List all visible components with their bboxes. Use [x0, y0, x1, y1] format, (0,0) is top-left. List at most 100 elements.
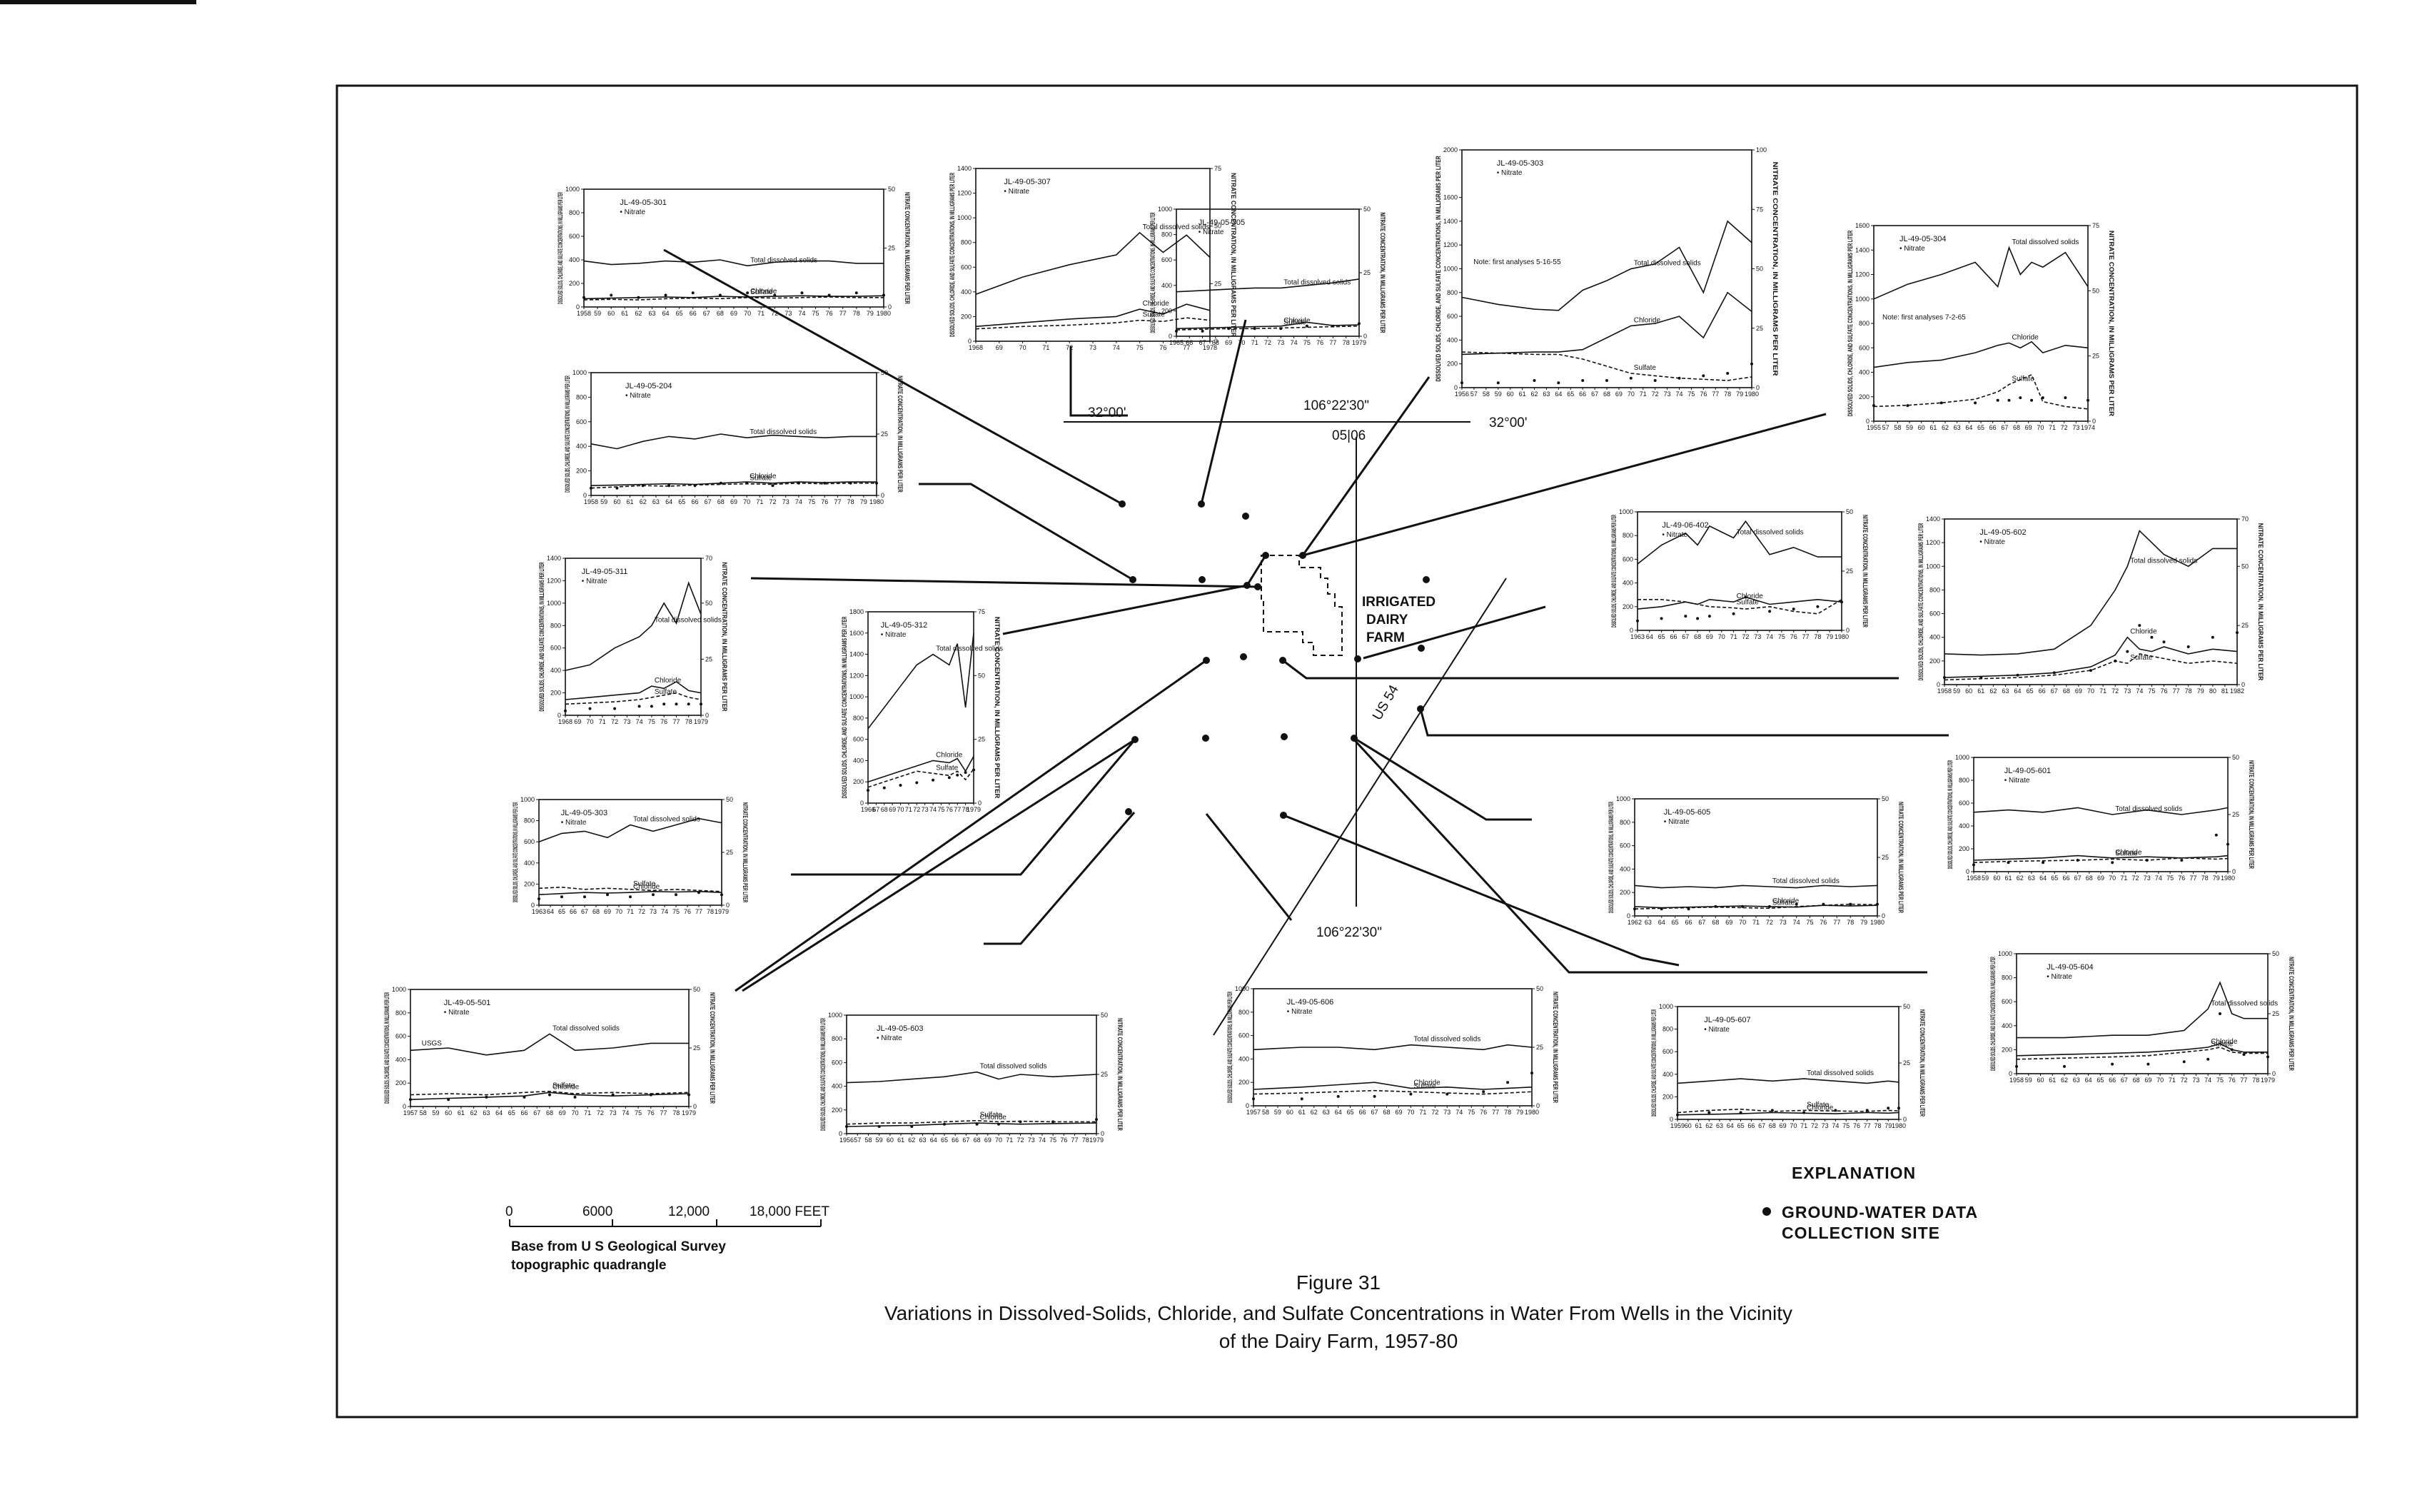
x-tick-label: 62	[470, 1109, 478, 1117]
right-axis-label: NITRATE CONCENTRATION, IN MILLIGRAMS PER…	[897, 376, 904, 493]
y-tick-label: 1200	[849, 672, 864, 679]
nitrate-point	[1897, 1107, 1900, 1110]
nitrate-point	[1872, 404, 1875, 408]
y2-tick-label: 50	[2241, 563, 2249, 570]
nitrate-point	[687, 1093, 690, 1097]
y-tick-label: 200	[550, 690, 561, 697]
x-tick-label: 69	[730, 498, 737, 505]
nitrate-legend: • Nitrate	[625, 392, 651, 400]
nitrate-point	[849, 481, 852, 485]
series-label-chloride: Chloride	[552, 1083, 580, 1091]
series-chloride	[1973, 855, 2229, 861]
well-id-label: JL-49-05-601	[2004, 767, 2051, 775]
x-tick-label: 81	[2221, 687, 2229, 695]
right-axis-label: NITRATE CONCENTRATION, IN MILLIGRAMS PER…	[1379, 212, 1386, 333]
x-tick-label: 1980	[1835, 633, 1849, 640]
x-tick-label: 70	[1238, 339, 1245, 346]
x-tick-label: 62	[1989, 687, 1997, 695]
nitrate-point	[2114, 659, 2117, 662]
series-label-chloride: Chloride	[936, 751, 963, 759]
y2-tick-label: 50	[1363, 206, 1371, 213]
x-tick-label: 62	[640, 498, 647, 505]
nitrate-point	[2111, 1062, 2114, 1066]
nitrate-point	[1252, 1097, 1255, 1101]
nitrate-point	[972, 768, 975, 772]
x-tick-label: 69	[984, 1136, 992, 1144]
dairy-label-line-3: FARM	[1366, 630, 1405, 645]
x-tick-label: 1968	[558, 718, 572, 725]
nitrate-point	[2180, 859, 2184, 862]
nitrate-point	[590, 486, 592, 490]
nitrate-point	[652, 893, 655, 897]
x-tick-label: 64	[1727, 1122, 1734, 1129]
well-site-18	[1281, 733, 1288, 740]
well-site-19	[1131, 736, 1139, 743]
nitrate-point	[1767, 904, 1771, 908]
y-tick-label: 600	[1238, 1032, 1249, 1039]
series-label-chloride: Chloride	[2211, 1038, 2238, 1046]
nitrate-legend: • Nitrate	[877, 1034, 902, 1042]
y-tick-label: 800	[1623, 532, 1633, 539]
nitrate-point	[1972, 863, 1975, 867]
y-tick-label: 800	[550, 622, 561, 629]
y-tick-label: 200	[1929, 657, 1940, 665]
y2-tick-label: 50	[2232, 754, 2239, 761]
y-tick-label: 1000	[565, 186, 580, 193]
x-tick-label: 63	[1716, 1122, 1723, 1129]
y2-tick-label: 25	[693, 1044, 700, 1052]
series-sulfate	[2016, 1047, 2268, 1060]
series-total-dissolved-solids	[867, 632, 974, 730]
x-tick-label: 74	[798, 310, 805, 317]
nitrate-point	[854, 291, 858, 295]
x-tick-label: 65	[2027, 687, 2034, 695]
x-tick-label: 74	[1793, 919, 1800, 926]
nitrate-point	[1629, 376, 1633, 380]
x-tick-label: 67	[1371, 1109, 1378, 1116]
y-tick-label: 800	[1959, 777, 1969, 784]
nitrate-point	[1906, 404, 1909, 408]
nitrate-point	[610, 293, 613, 297]
nitrate-point	[582, 296, 585, 299]
x-tick-label: 77	[834, 498, 841, 505]
x-tick-label: 71	[2099, 687, 2106, 695]
nitrate-point	[2052, 671, 2056, 675]
y-tick-label: 1000	[1659, 1003, 1673, 1010]
y-tick-label: 600	[1620, 842, 1630, 850]
x-tick-label: 1955	[1867, 424, 1881, 431]
x-tick-label: 58	[1483, 390, 1490, 398]
series-label-total-dissolved-solids: Total dissolved solids	[1413, 1036, 1480, 1044]
x-tick-label: 73	[1277, 339, 1284, 346]
series-label-total-dissolved-solids: Total dissolved solids	[1283, 278, 1351, 286]
caption-line-2: of the Dairy Farm, 1957-80	[1219, 1330, 1458, 1352]
x-tick-label: 66	[1186, 339, 1193, 346]
x-tick-label: 65	[558, 908, 565, 915]
x-tick-label: 70	[1790, 1122, 1797, 1129]
series-label-sulfate: Sulfate	[1737, 599, 1760, 607]
x-tick-label: 59	[1906, 424, 1913, 431]
y-tick-label: 1000	[1616, 795, 1630, 802]
x-tick-label: 66	[1670, 633, 1677, 640]
nitrate-point	[613, 707, 617, 710]
series-label-chloride: Chloride	[2130, 628, 2157, 636]
x-tick-label: 72	[1742, 633, 1749, 640]
well-site-7	[1254, 583, 1261, 590]
nitrate-point	[1714, 904, 1717, 908]
well-site-21	[1125, 808, 1132, 815]
leader-line-11	[1419, 708, 1949, 737]
x-tick-label: 73	[2124, 687, 2131, 695]
nitrate-point	[560, 895, 563, 899]
series-label-total-dissolved-solids: Total dissolved solids	[2211, 999, 2278, 1007]
nitrate-point	[675, 702, 678, 706]
x-tick-label: 71	[756, 498, 763, 505]
y2-tick-label: 50	[1882, 795, 1889, 802]
explanation-title: EXPLANATION	[1792, 1164, 1916, 1182]
left-axis-label: DISSOLVED SOLIDS, CHLORIDE, AND SULFATE …	[564, 376, 571, 493]
y-tick-label: 800	[524, 817, 535, 825]
chart-frame	[565, 558, 702, 716]
x-tick-label: 65	[1567, 390, 1574, 398]
y-tick-label: 600	[569, 233, 580, 240]
x-tick-label: 70	[615, 908, 622, 915]
figure-number: Figure 31	[1296, 1271, 1381, 1294]
y-tick-label: 1600	[1855, 222, 1870, 229]
